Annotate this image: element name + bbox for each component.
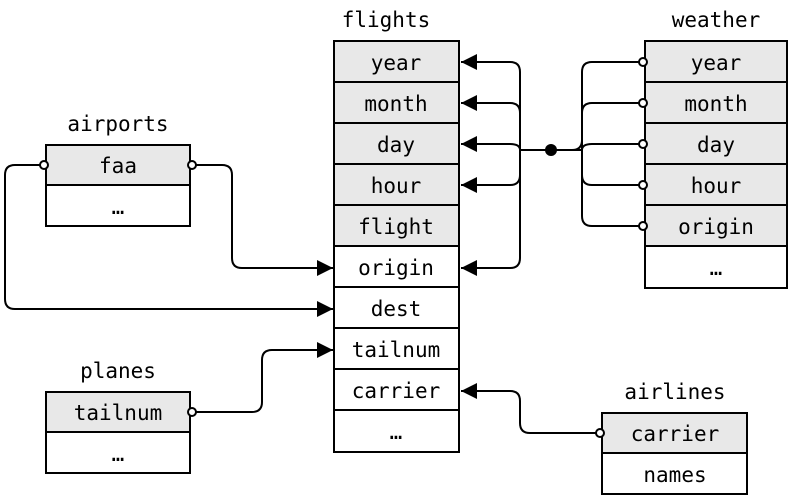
weather-hour-endpoint	[638, 180, 648, 190]
table-airlines: airlines carrier names	[601, 380, 748, 495]
table-row: …	[333, 409, 460, 453]
table-planes: planes tailnum …	[45, 359, 191, 474]
planes-tailnum-endpoint	[187, 407, 197, 417]
table-title: airports	[67, 112, 168, 136]
table-row: hour	[333, 163, 460, 206]
table-row: …	[644, 245, 788, 289]
table-row: carrier	[601, 412, 748, 454]
table-row: flight	[333, 204, 460, 247]
weather-month-endpoint	[638, 98, 648, 108]
field-label: month	[364, 92, 427, 116]
table-row: …	[45, 431, 191, 474]
connectors	[4, 54, 643, 434]
link-airports-faa-to-flights-origin	[192, 164, 333, 276]
table-row: day	[333, 122, 460, 165]
table-title: airlines	[624, 380, 725, 404]
table-row: hour	[644, 163, 788, 206]
table-row: day	[644, 122, 788, 165]
link-airports-faa-to-flights-dest	[4, 164, 333, 317]
table-weather: weather year month day hour origin …	[644, 8, 788, 289]
table-row: tailnum	[333, 327, 460, 370]
field-label: day	[377, 133, 415, 157]
join-dot	[545, 144, 557, 156]
table-row: …	[45, 184, 191, 227]
table-title: weather	[672, 8, 761, 32]
field-label: …	[112, 442, 125, 466]
table-row: dest	[333, 286, 460, 329]
field-label: tailnum	[352, 338, 441, 362]
field-label: month	[684, 92, 747, 116]
field-label: …	[112, 195, 125, 219]
field-label: carrier	[631, 422, 720, 446]
weather-origin-endpoint	[638, 221, 648, 231]
table-row: tailnum	[45, 391, 191, 433]
field-label: …	[710, 256, 723, 280]
table-title: planes	[80, 359, 156, 383]
field-label: carrier	[352, 379, 441, 403]
table-row: origin	[333, 245, 460, 288]
link-weather-to-flights	[461, 54, 643, 276]
table-row: year	[333, 40, 460, 83]
table-row: carrier	[333, 368, 460, 411]
table-title: flights	[342, 8, 431, 32]
weather-day-endpoint	[638, 139, 648, 149]
airports-faa-left-endpoint	[39, 160, 49, 170]
field-label: day	[697, 133, 735, 157]
field-label: origin	[358, 256, 434, 280]
airlines-carrier-endpoint	[595, 428, 605, 438]
table-row: names	[601, 452, 748, 495]
table-flights: flights year month day hour flight origi…	[333, 8, 460, 453]
table-row: month	[644, 81, 788, 124]
field-label: tailnum	[74, 401, 163, 425]
weather-year-endpoint	[638, 57, 648, 67]
connector-endpoints	[39, 57, 648, 438]
field-label: origin	[678, 215, 754, 239]
field-label: flight	[358, 215, 434, 239]
table-row: month	[333, 81, 460, 124]
table-row: year	[644, 40, 788, 83]
field-label: year	[371, 51, 422, 75]
table-airports: airports faa …	[45, 112, 191, 227]
field-label: hour	[691, 174, 742, 198]
field-label: hour	[371, 174, 422, 198]
table-row: origin	[644, 204, 788, 247]
field-label: faa	[99, 154, 137, 178]
link-planes-tailnum-to-flights-tailnum	[192, 342, 333, 413]
field-label: dest	[371, 297, 422, 321]
link-airlines-carrier-to-flights-carrier	[461, 383, 601, 434]
field-label: year	[691, 51, 742, 75]
field-label: names	[643, 463, 706, 487]
field-label: …	[390, 420, 403, 444]
table-row: faa	[45, 144, 191, 186]
airports-faa-right-endpoint	[187, 160, 197, 170]
